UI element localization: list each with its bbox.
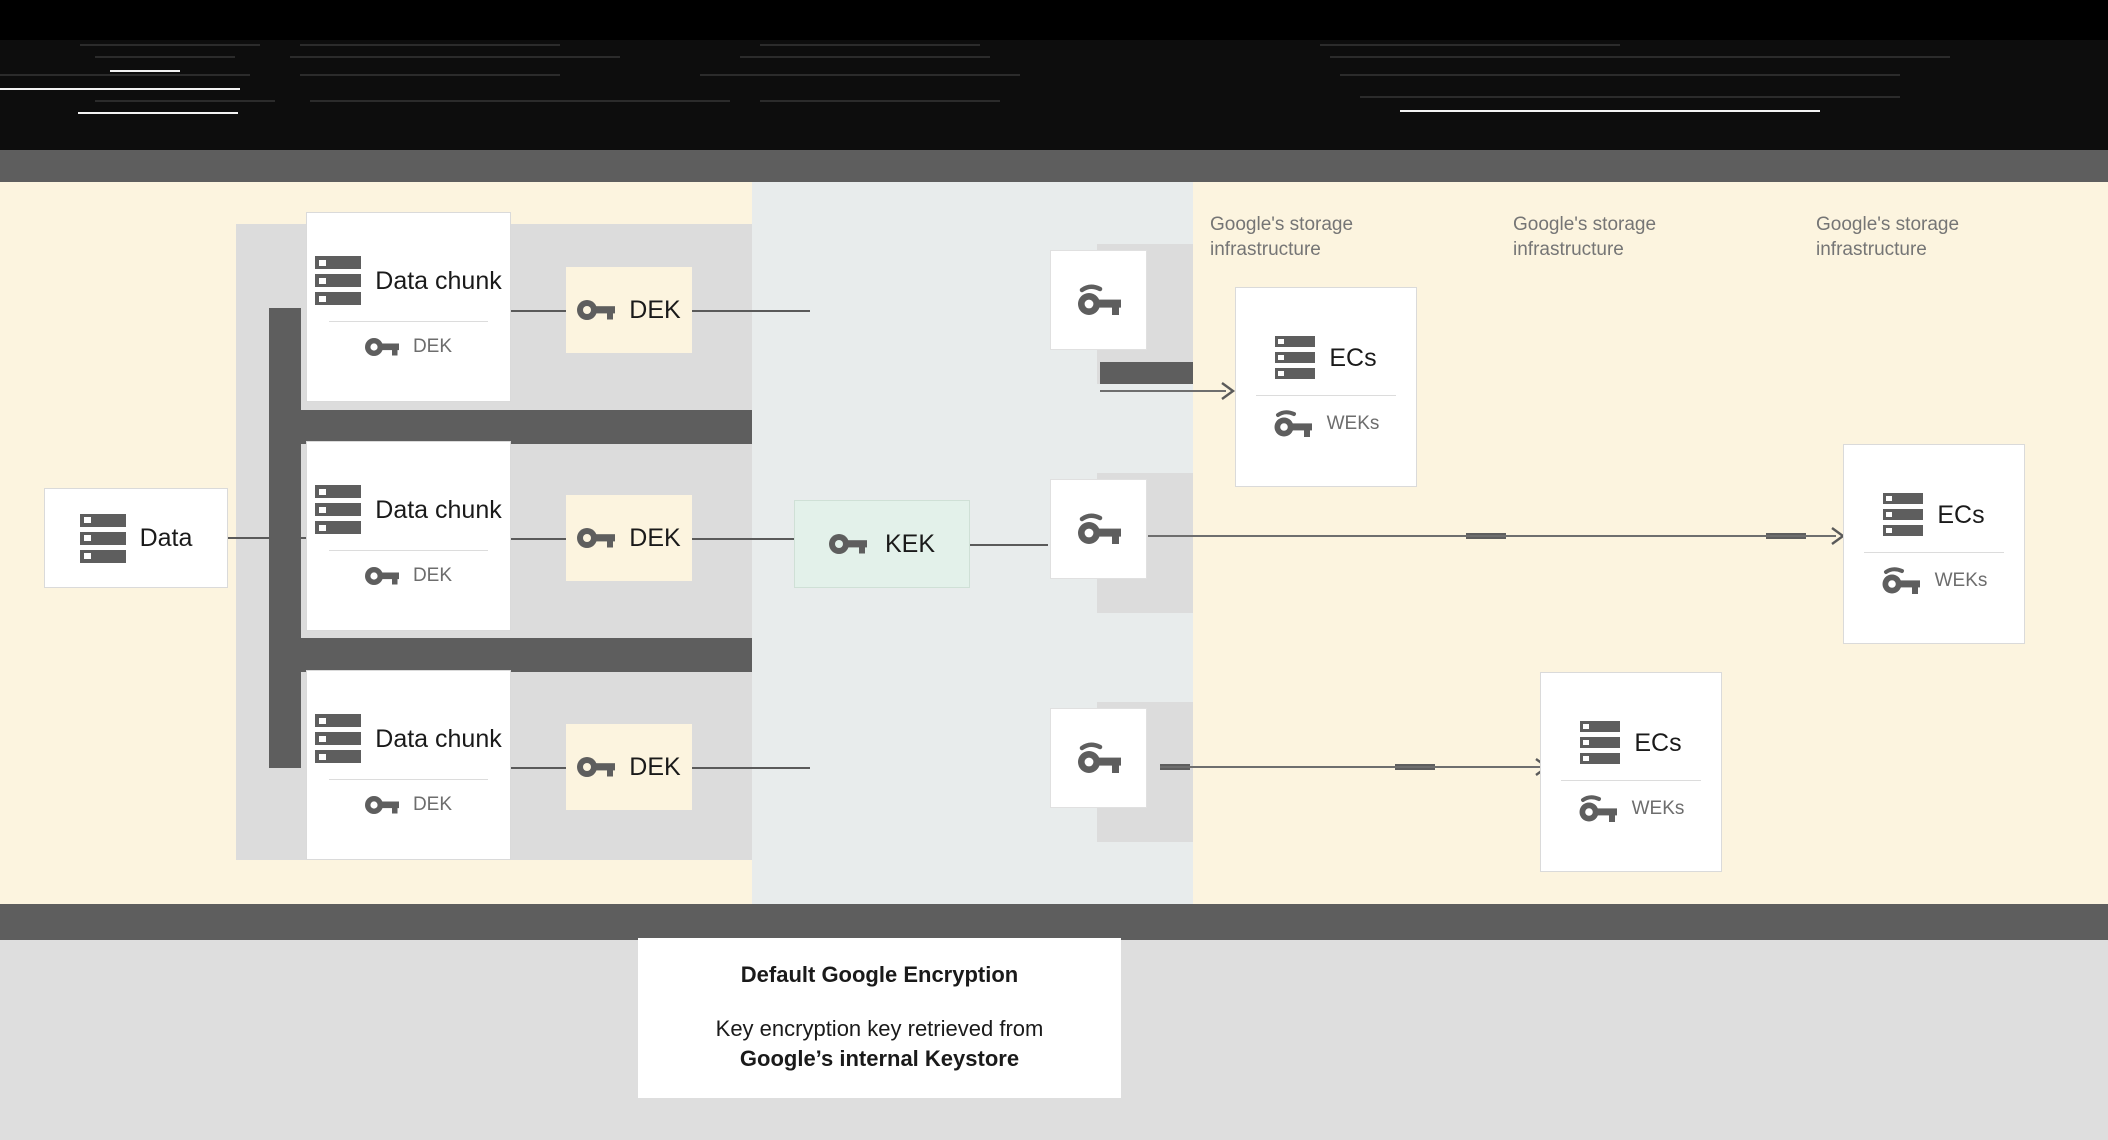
- card-ecs-3-title: ECs: [1634, 728, 1682, 757]
- card-chunk-1-title: Data chunk: [375, 266, 502, 295]
- card-ecs-2-footer-label: WEKs: [1934, 570, 1988, 591]
- card-chunk-1-footer-label: DEK: [412, 336, 453, 357]
- card-ecs-3-footer-label: WEKs: [1631, 798, 1685, 819]
- chip-dek-2-label: DEK: [629, 523, 681, 552]
- card-chunk-3-footer: DEK: [364, 794, 453, 816]
- server-icon: [315, 256, 362, 305]
- key-icon: [364, 794, 399, 816]
- card-chunk-2-footer-label: DEK: [412, 565, 453, 586]
- header-divider-band: [0, 150, 2108, 182]
- header-black-bar: [0, 0, 2108, 40]
- card-divider: [1255, 395, 1397, 396]
- occlusion-bar-arrow-1: [1100, 362, 1193, 384]
- connector-dek2-to-wkey2: [690, 538, 810, 540]
- card-ecs-2-title: ECs: [1937, 500, 1985, 529]
- card-divider: [329, 779, 488, 780]
- card-chunk-2-row: Data chunk: [315, 485, 502, 534]
- server-icon: [1883, 493, 1924, 536]
- connector-kek-to-wkey2: [968, 544, 1048, 546]
- chip-kek[interactable]: KEK: [794, 500, 970, 588]
- card-data-title: Data: [139, 524, 193, 552]
- server-icon: [315, 485, 362, 534]
- card-data-chunk-2[interactable]: Data chunk DEK: [306, 441, 511, 631]
- caption-body-lead: Key encryption key retrieved from: [715, 1016, 1044, 1041]
- caption-title: Default Google Encryption: [740, 962, 1019, 987]
- wrapped-key-icon: [1881, 567, 1921, 595]
- connector-dek1-to-wkey1: [690, 310, 810, 312]
- label-storage-infrastructure-2: Google's storage infrastructure: [1513, 214, 1657, 260]
- wrapped-key-icon: [1578, 795, 1618, 823]
- chip-dek-1-label: DEK: [629, 295, 681, 324]
- card-ecs-1-footer: WEKs: [1273, 410, 1380, 438]
- card-divider: [329, 550, 488, 551]
- arrow-line-3: [1160, 766, 1540, 768]
- card-divider: [1863, 552, 2005, 553]
- wrapped-key-icon: [1076, 284, 1122, 316]
- card-ecs-1[interactable]: ECs WEKs: [1235, 287, 1417, 487]
- card-ecs-2-footer: WEKs: [1881, 567, 1988, 595]
- occlusion-bar-row-1: [269, 410, 752, 444]
- card-chunk-2-footer: DEK: [364, 565, 453, 587]
- bottom-dark-divider: [0, 904, 2108, 940]
- label-storage-infrastructure-1: Google's storage infrastructure: [1210, 214, 1354, 260]
- card-chunk-2-title: Data chunk: [375, 495, 502, 524]
- card-data-row: Data: [79, 513, 193, 563]
- connector-dek3-to-wkey3: [690, 767, 810, 769]
- server-icon: [315, 714, 362, 763]
- server-icon: [1275, 336, 1316, 379]
- key-icon: [828, 532, 867, 556]
- card-chunk-1-row: Data chunk: [315, 256, 502, 305]
- wrapped-key-icon: [1273, 410, 1313, 438]
- card-chunk-3-title: Data chunk: [375, 724, 502, 753]
- header-divider-band-left: [0, 150, 253, 182]
- card-ecs-1-footer-label: WEKs: [1326, 413, 1380, 434]
- card-data-chunk-3[interactable]: Data chunk DEK: [306, 670, 511, 860]
- label-storage-infrastructure-3: Google's storage infrastructure: [1816, 214, 1960, 260]
- caption-body: Key encryption key retrieved from Google…: [716, 1014, 1044, 1074]
- box-wrapped-key-3[interactable]: [1050, 708, 1147, 808]
- header-obscured-text-band: [0, 40, 2108, 150]
- card-chunk-1-footer: DEK: [364, 336, 453, 358]
- card-data[interactable]: Data: [44, 488, 228, 588]
- occlusion-bar-row-2: [269, 638, 752, 672]
- card-ecs-3[interactable]: ECs WEKs: [1540, 672, 1722, 872]
- box-wrapped-key-1[interactable]: [1050, 250, 1147, 350]
- chip-dek-1[interactable]: DEK: [566, 267, 692, 353]
- server-icon: [1580, 721, 1621, 764]
- card-chunk-3-footer-label: DEK: [412, 794, 453, 815]
- arrow-line-1: [1100, 390, 1226, 392]
- arrow-head-1: [1218, 379, 1238, 408]
- chip-dek-3-label: DEK: [629, 752, 681, 781]
- card-ecs-2[interactable]: ECs WEKs: [1843, 444, 2025, 644]
- key-icon: [577, 526, 616, 550]
- server-icon: [79, 513, 126, 563]
- chip-dek-2[interactable]: DEK: [566, 495, 692, 581]
- arrow-line-2: [1148, 535, 1836, 537]
- key-icon: [364, 336, 399, 358]
- chip-kek-label: KEK: [884, 529, 936, 558]
- card-divider: [329, 321, 488, 322]
- wrapped-key-icon: [1076, 513, 1122, 545]
- caption-body-strong: Google’s internal Keystore: [739, 1046, 1020, 1071]
- card-ecs-1-row: ECs: [1275, 336, 1377, 379]
- card-ecs-3-row: ECs: [1580, 721, 1682, 764]
- key-icon: [364, 565, 399, 587]
- occlusion-bar-vertical: [269, 308, 301, 768]
- card-divider: [1560, 780, 1702, 781]
- key-icon: [577, 755, 616, 779]
- box-wrapped-key-2[interactable]: [1050, 479, 1147, 579]
- card-chunk-3-row: Data chunk: [315, 714, 502, 763]
- wrapped-key-icon: [1076, 742, 1122, 774]
- caption-card: Default Google Encryption Key encryption…: [638, 938, 1121, 1098]
- card-ecs-2-row: ECs: [1883, 493, 1985, 536]
- chip-dek-3[interactable]: DEK: [566, 724, 692, 810]
- key-icon: [577, 298, 616, 322]
- card-ecs-1-title: ECs: [1329, 343, 1377, 372]
- card-data-chunk-1[interactable]: Data chunk DEK: [306, 212, 511, 402]
- card-ecs-3-footer: WEKs: [1578, 795, 1685, 823]
